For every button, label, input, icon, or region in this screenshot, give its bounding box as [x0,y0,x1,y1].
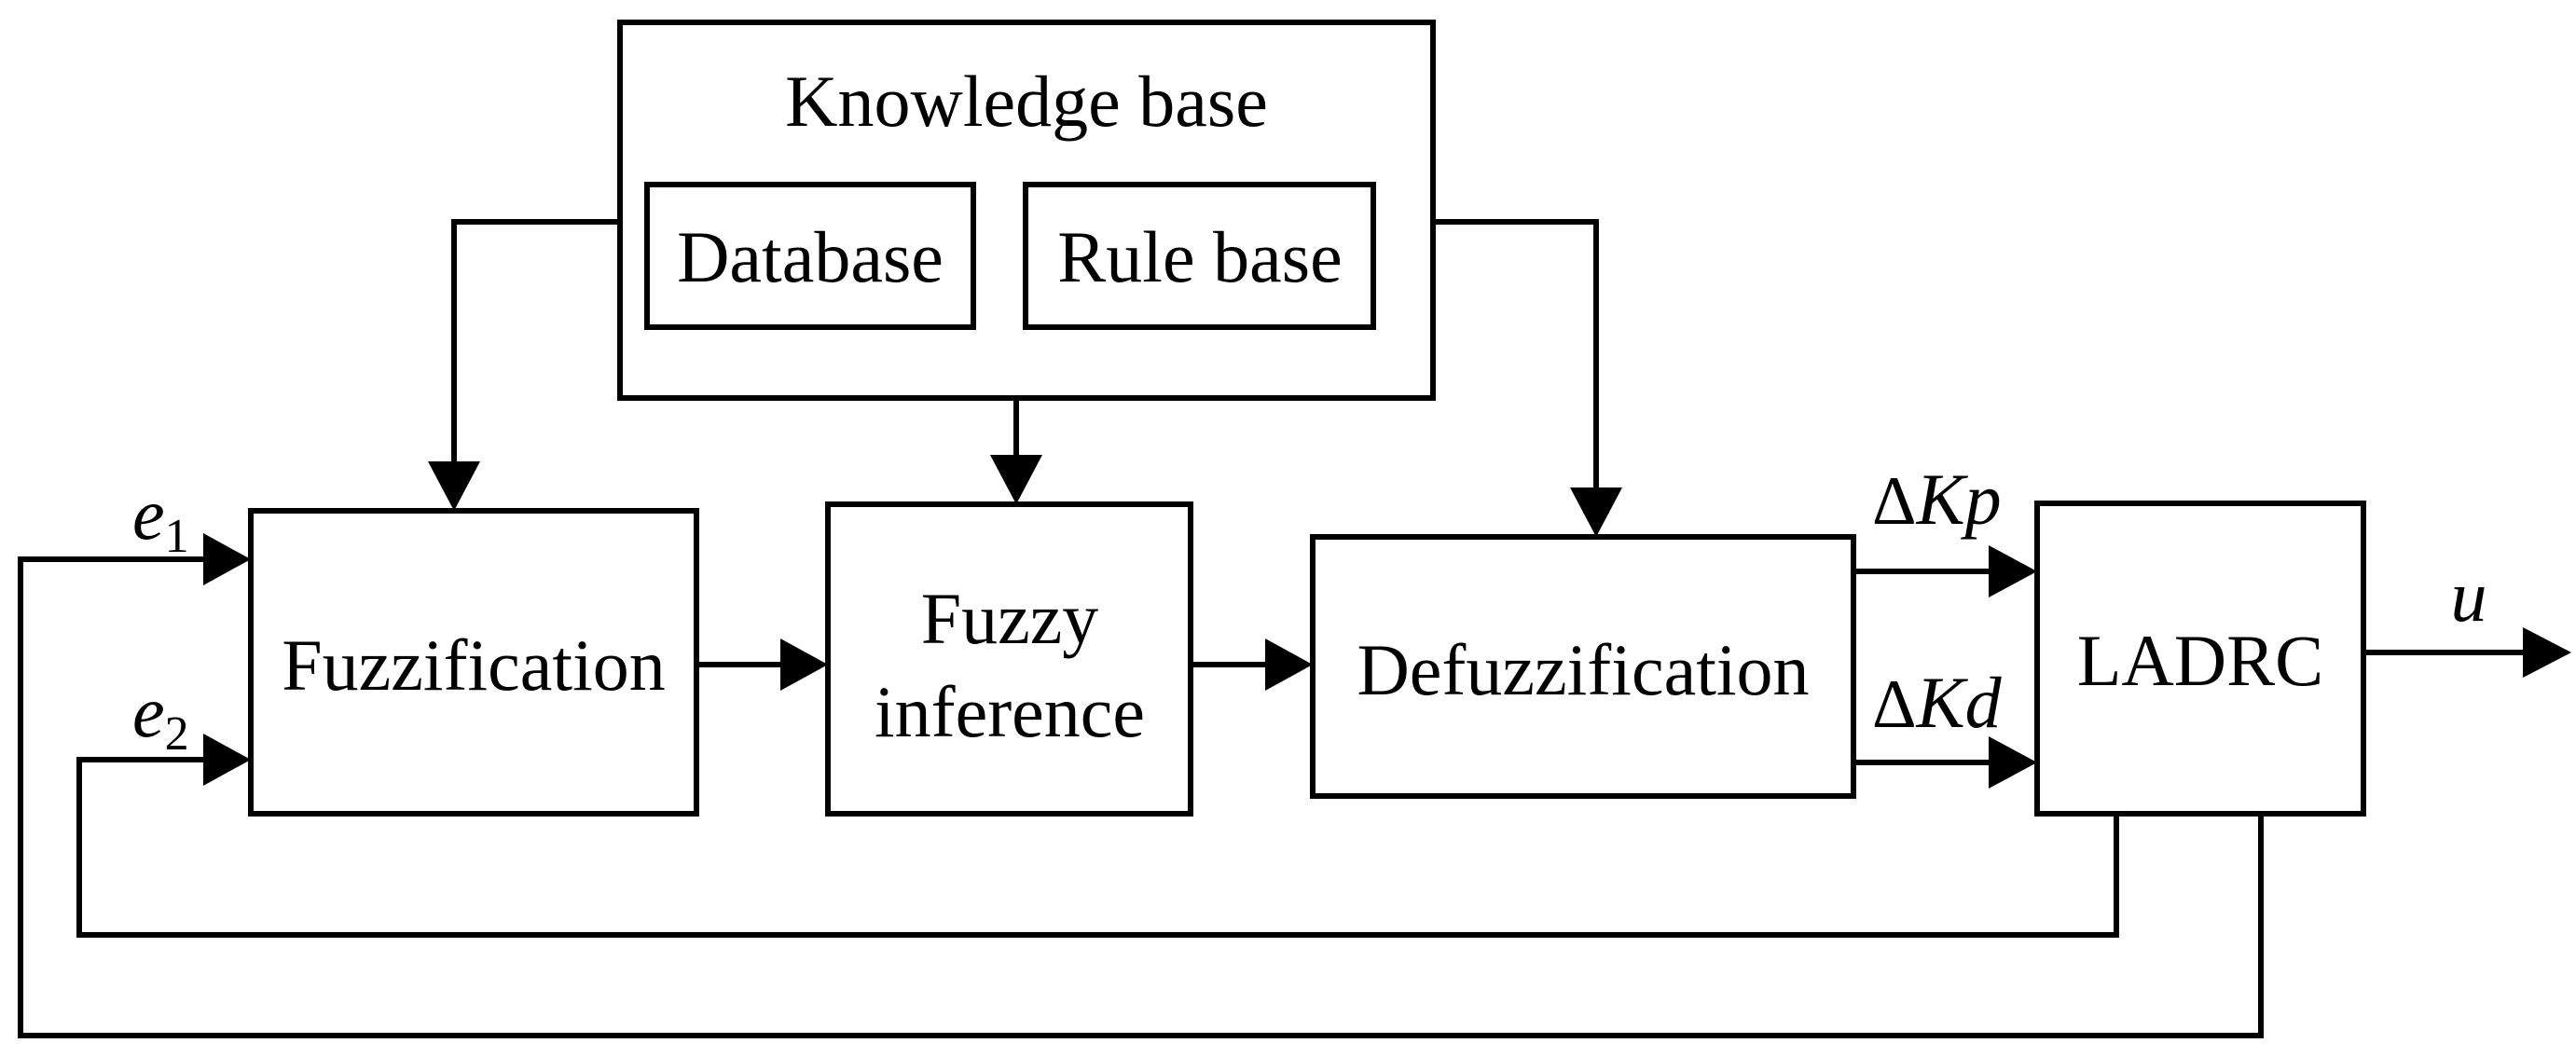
kb-to-fuzzification-arrowhead [428,461,480,511]
defuzzification-block [1310,534,1856,799]
fuzzification-block [248,508,699,817]
feedback-e2-arrowhead [203,734,251,786]
e2-label: e2 [132,671,189,761]
inference-to-defuzzification-arrowhead [1265,638,1313,691]
database-label: Database [677,216,944,297]
kb-to-inference-arrowhead [990,455,1042,504]
e1-label: e1 [132,474,189,563]
output-u-label: u [2451,556,2487,637]
delta-kp-arrowhead [1989,545,2037,597]
kb-to-defuzzification-wire [1433,219,1599,492]
feedback-e2-wire [76,757,2119,938]
fuzzy-inference-block [825,501,1193,817]
feedback-e1-wire [18,556,2264,1038]
knowledge-base-label: Knowledge base [785,61,1268,142]
fuzzy-inference-label-line2: inference [875,671,1145,752]
delta-kp-label: ΔKp [1872,459,2002,540]
database-block [644,182,976,330]
rule-base-block [1023,182,1376,330]
defuzzification-label: Defuzzification [1357,629,1809,710]
feedback-e1-arrowhead [203,533,251,585]
fuzzy-inference-label-line1: Fuzzy [921,578,1099,659]
kb-to-fuzzification-wire [451,219,620,466]
delta-kd-label: ΔKd [1872,662,2003,743]
fuzzification-to-inference-arrowhead [780,638,828,691]
ladrc-block [2034,501,2366,817]
output-u-arrowhead [2523,627,2571,678]
rule-base-label: Rule base [1057,216,1342,297]
fuzzification-label: Fuzzification [282,625,666,706]
ladrc-label: LADRC [2077,620,2323,701]
delta-kd-arrowhead [1989,736,2037,789]
kb-to-defuzzification-arrowhead [1570,487,1622,537]
